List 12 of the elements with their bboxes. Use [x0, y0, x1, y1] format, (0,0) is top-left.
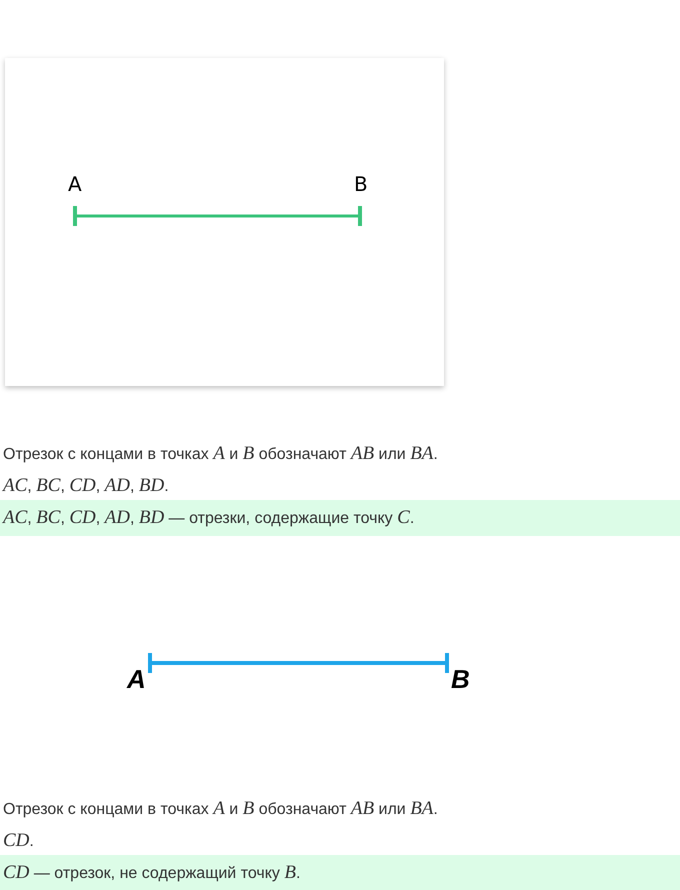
point-label: A: [127, 666, 146, 692]
text-line: CD.: [2, 828, 35, 853]
point-label: A: [68, 174, 82, 194]
text-line: AC, BC, CD, AD, BD — отрезки, содержащие точку C.: [1, 506, 416, 530]
line-segment: [148, 653, 449, 673]
text-line: CD — отрезок, не содержащий точку B.: [2, 860, 302, 885]
point-label: B: [451, 666, 470, 692]
text-line: AC, BC, CD, AD, BD.: [1, 474, 170, 498]
text-line: Отрезок с концами в точках A и B обозначают AB или BA.: [2, 796, 439, 821]
line-segment: [73, 206, 362, 226]
text-line: Отрезок с концами в точках A и B обозначают AB или BA.: [2, 442, 439, 466]
point-label: B: [354, 174, 368, 194]
